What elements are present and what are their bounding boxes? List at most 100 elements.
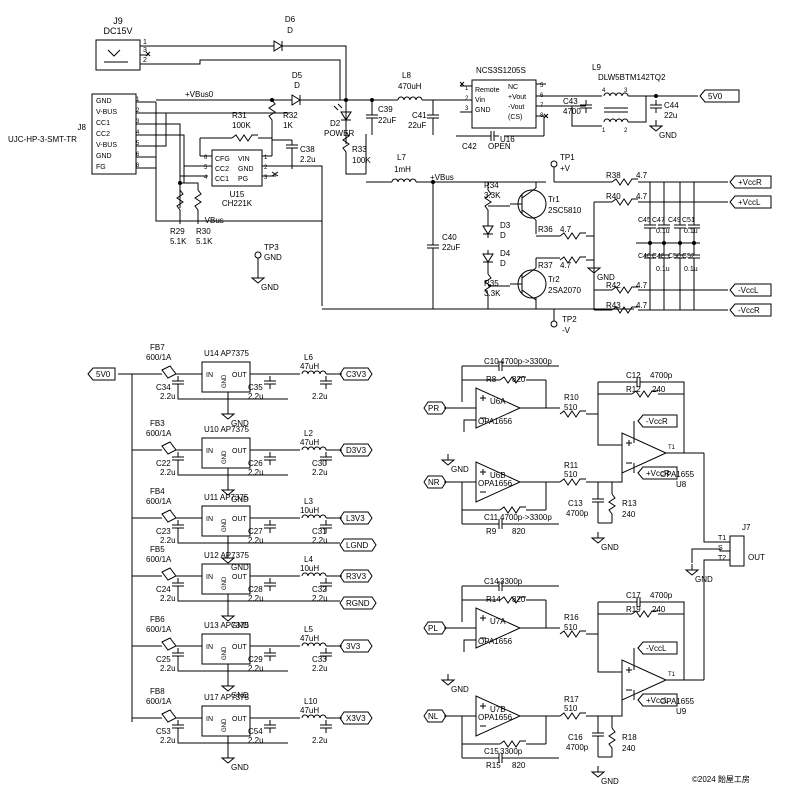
ground-label: GND (597, 273, 615, 282)
label: 5 (540, 83, 544, 89)
label: U17 AP7375 (204, 693, 249, 702)
label: 4700p->3300p (500, 357, 552, 366)
label: 4 (136, 130, 140, 136)
inductor (397, 96, 423, 101)
label: FB5 (150, 545, 165, 554)
regulator-body (201, 361, 251, 393)
label: 2 (264, 165, 268, 171)
junction-dot (370, 98, 374, 102)
label: 820 (512, 761, 526, 770)
label: 240 (622, 744, 636, 753)
resistor (559, 256, 586, 264)
capacitor (172, 578, 184, 591)
label: C41 (412, 111, 427, 120)
label: R38 (606, 171, 621, 180)
label: FB3 (150, 419, 165, 428)
net-port (339, 639, 373, 653)
label: 240 (652, 605, 666, 614)
label: 3300p (500, 577, 523, 586)
capacitor (264, 452, 276, 465)
label: 1K (283, 121, 293, 130)
j8-ref: J8 (78, 123, 87, 132)
capacitor (320, 376, 332, 389)
label: C47 (652, 217, 665, 224)
label: GND (222, 718, 228, 732)
label: 2 (136, 108, 140, 114)
label: 47uH (300, 362, 319, 371)
label: IN (206, 448, 213, 455)
label: U12 AP7375 (204, 551, 249, 560)
resistor (611, 198, 638, 206)
label: OUT (232, 448, 248, 455)
net-port (339, 443, 373, 457)
label: J7 (742, 523, 751, 532)
capacitor (644, 250, 656, 263)
label: 47uH (300, 706, 319, 715)
label: 2.2u (248, 536, 264, 545)
label: OUT (232, 372, 248, 379)
label: C38 (300, 145, 315, 154)
label: R10 (564, 393, 579, 402)
label: POWER (324, 129, 354, 138)
label: 2.2u (312, 468, 328, 477)
junction-dot (178, 181, 182, 185)
label: D2 (330, 119, 341, 128)
j8-part: UJC-HP-3-SMT-TR (8, 135, 77, 144)
net-port (339, 569, 373, 583)
label: U6A (490, 397, 506, 406)
net-port (729, 303, 772, 317)
net-port (339, 367, 373, 381)
label: C30 (312, 459, 327, 468)
label: R29 (170, 227, 185, 236)
capacitor (172, 376, 184, 389)
label: 22u (664, 111, 677, 120)
label: FG (96, 164, 106, 171)
opamp-a (475, 387, 522, 429)
ground-symbol (440, 454, 456, 466)
capacitor (632, 597, 645, 607)
wire (520, 715, 560, 744)
label: 2SA2070 (548, 286, 581, 295)
label: 4 (602, 88, 606, 94)
label: D5 (292, 71, 303, 80)
wire (179, 182, 199, 224)
inductor (301, 514, 327, 519)
label: C16 (568, 733, 583, 742)
label: 4700p->3300p (500, 513, 552, 522)
label: C11 (484, 513, 499, 522)
wire (586, 413, 623, 483)
capacitor (494, 581, 507, 591)
net-port (729, 283, 772, 297)
diode (288, 94, 304, 106)
label: C54 (248, 727, 263, 736)
label: 2.2u (312, 736, 328, 745)
vbus0-label: +VBus0 (185, 90, 214, 99)
label: GND (96, 98, 112, 105)
label: C39 (378, 105, 393, 114)
label: 3.3K (484, 191, 501, 200)
resistor (611, 178, 638, 186)
label: 0.1u (656, 228, 670, 235)
label: R9 (486, 527, 497, 536)
label: R40 (606, 192, 621, 201)
label: 4.7 (636, 281, 648, 290)
label: CC1 (96, 120, 110, 127)
label: NC (508, 84, 518, 91)
label: 240 (622, 510, 636, 519)
label: 510 (564, 403, 578, 412)
label: 3300p (500, 747, 523, 756)
u15-body (211, 149, 263, 187)
resistor (559, 712, 586, 720)
wire (444, 407, 476, 483)
label: 3 (143, 47, 147, 54)
ground-label: GND (451, 685, 469, 694)
capacitor (320, 452, 332, 465)
label: -VBus (202, 216, 224, 225)
wire (345, 164, 366, 175)
label: R36 (538, 225, 553, 234)
capacitor (688, 250, 700, 263)
label: C24 (156, 585, 171, 594)
capacitor (320, 648, 332, 661)
resistor (631, 390, 658, 398)
wire (262, 130, 273, 157)
